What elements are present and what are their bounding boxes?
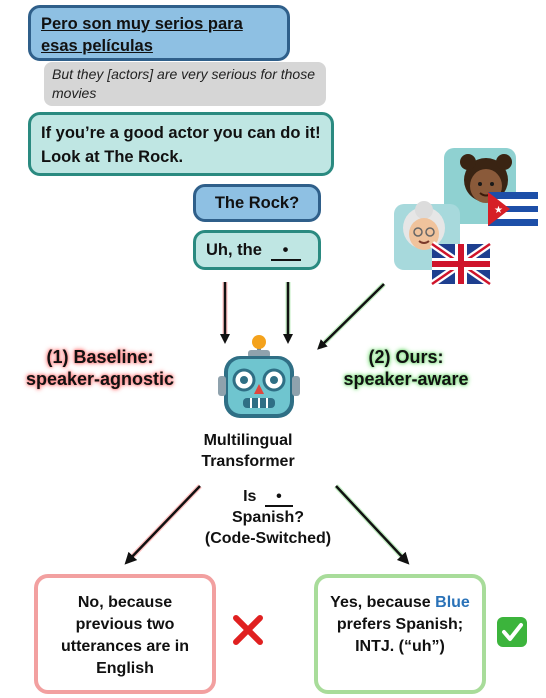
svg-text:★: ★ bbox=[494, 205, 503, 216]
uh-the-text: Uh, the bbox=[206, 241, 262, 259]
question-masked-token: • bbox=[264, 489, 293, 507]
the-rock-bubble: The Rock? bbox=[193, 184, 321, 222]
model-label-line2: Transformer bbox=[201, 453, 295, 470]
spanish-utterance-text: Pero son muy serios para esas películas bbox=[41, 15, 243, 55]
english-utterance-bubble: If you’re a good actor you can do it! Lo… bbox=[28, 112, 334, 176]
cross-mark-icon bbox=[233, 615, 263, 645]
baseline-label-line1: (1) Baseline: bbox=[46, 347, 154, 367]
speaker-avatars-icon: ★ bbox=[394, 148, 538, 287]
translation-text: But they [actors] are very serious for t… bbox=[52, 66, 316, 101]
uh-the-bubble: Uh, the • bbox=[193, 230, 321, 270]
ours-outcome-blue-word: Blue bbox=[435, 594, 470, 611]
masked-token-blank: • bbox=[270, 241, 301, 261]
baseline-outcome-box: No, because previous two utterances are … bbox=[34, 574, 216, 694]
question-line2: Spanish? bbox=[231, 509, 304, 526]
baseline-outcome-text: No, because previous two utterances are … bbox=[60, 594, 190, 677]
translation-box: But they [actors] are very serious for t… bbox=[44, 62, 326, 106]
baseline-label: (1) Baseline: speaker-agnostic bbox=[0, 346, 200, 390]
spanish-utterance-bubble: Pero son muy serios para esas películas bbox=[28, 5, 290, 61]
check-mark-icon bbox=[497, 617, 527, 647]
ours-outcome-prefix: Yes, because bbox=[330, 594, 431, 611]
question-prefix: Is bbox=[243, 488, 257, 505]
ours-outcome-box: Yes, because Blue prefers Spanish; INTJ.… bbox=[314, 574, 486, 694]
ours-outcome-rest: prefers Spanish; INTJ. (“uh”) bbox=[336, 616, 464, 655]
ours-label: (2) Ours: speaker-aware bbox=[324, 346, 488, 390]
question-line3: (Code-Switched) bbox=[204, 530, 332, 547]
model-label-line1: Multilingual bbox=[203, 432, 293, 449]
question-text: Is • Spanish? (Code-Switched) bbox=[188, 486, 348, 549]
ours-label-line1: (2) Ours: bbox=[368, 347, 444, 367]
model-label: Multilingual Transformer bbox=[168, 430, 328, 472]
robot-icon bbox=[218, 335, 300, 418]
question-line1: Is • bbox=[188, 486, 348, 507]
english-utterance-text: If you’re a good actor you can do it! Lo… bbox=[41, 124, 321, 166]
baseline-label-line2: speaker-agnostic bbox=[25, 369, 175, 389]
ours-label-line2: speaker-aware bbox=[343, 369, 469, 389]
the-rock-text: The Rock? bbox=[214, 194, 300, 212]
